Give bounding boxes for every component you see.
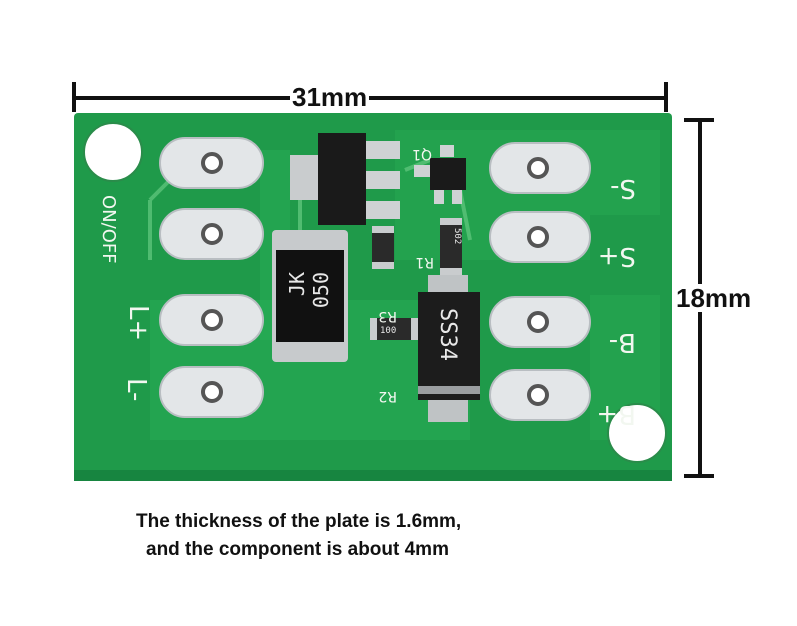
r3-code: 100 <box>380 326 396 336</box>
label-load-negative: L- <box>121 378 151 401</box>
pad-solar-positive <box>489 211 591 263</box>
caption-line-2: and the component is about 4mm <box>146 539 449 560</box>
pad-switch-1 <box>159 137 264 189</box>
r1-label: R1 <box>415 254 434 270</box>
r2-label: R2 <box>378 388 397 404</box>
fuse-jk050 <box>272 230 348 362</box>
caption-line-1: The thickness of the plate is 1.6mm, <box>136 511 462 532</box>
label-solar-positive: S+ <box>598 241 636 271</box>
height-dimension: 18mm <box>670 118 780 482</box>
pcb-edge <box>74 470 672 481</box>
label-solar-negative: S- <box>610 173 636 203</box>
resistor-r1 <box>372 226 394 269</box>
switch-label: ON/OFF <box>98 195 119 264</box>
width-dimension: 31mm <box>70 80 670 114</box>
resistor-r-vertical <box>440 218 462 275</box>
width-line <box>74 96 666 100</box>
mosfet-q1 <box>290 133 400 225</box>
pad-battery-negative <box>489 296 591 348</box>
q1-label: Q1 <box>412 146 432 162</box>
label-battery-positive: B+ <box>596 399 636 429</box>
fuse-marking-line2: 050 <box>309 272 333 308</box>
small-transistor <box>414 145 466 204</box>
left-pads <box>159 137 264 418</box>
resistor-r3 <box>370 318 418 340</box>
label-battery-negative: B- <box>609 327 636 357</box>
pad-load-positive <box>159 294 264 346</box>
r1-code: 502 <box>452 228 462 244</box>
pad-battery-positive <box>489 369 591 421</box>
pad-load-negative <box>159 366 264 418</box>
mounting-hole-top-left <box>83 122 143 182</box>
fuse-marking-line1: JK <box>285 272 309 296</box>
diode-ss34 <box>418 275 480 422</box>
r3-label: R3 <box>378 308 397 324</box>
right-pads <box>489 142 591 421</box>
pad-solar-negative <box>489 142 591 194</box>
mounting-hole-bottom-right <box>607 403 667 463</box>
height-label: 18mm <box>674 283 754 313</box>
width-tick-right <box>664 82 668 112</box>
diode-marking: SS34 <box>435 308 460 361</box>
width-label: 31mm <box>290 82 370 112</box>
pad-switch-2 <box>159 208 264 260</box>
height-tick-bottom <box>684 474 714 478</box>
label-load-positive: L+ <box>123 305 153 341</box>
